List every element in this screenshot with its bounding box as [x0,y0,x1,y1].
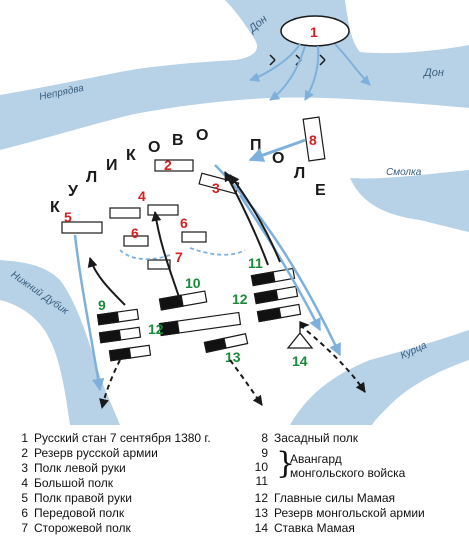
river-don-right: Дон [422,67,444,79]
legend-item-11: 11 [255,474,268,488]
mongol-unit-numbers: 9 10 11 12 12 13 14 [98,255,308,369]
mongol-units [96,267,302,362]
big-regiment-a [109,207,141,219]
unit-number-10: 10 [185,275,201,291]
right-hand-regiment [61,221,103,234]
unit-number-11: 11 [248,255,263,271]
unit-number-6b: 6 [180,215,188,231]
field-letter: У [68,183,79,200]
field-letter: О [272,150,284,167]
mongol-reserve [203,333,249,353]
field-letter: Л [294,165,305,182]
reserve-regiment [154,159,194,172]
legend-item-10: 10 [254,460,268,474]
field-letter: К [50,199,60,216]
vanguard-left [96,308,152,362]
unit-number-7: 7 [175,249,183,265]
legend-vanguard-line1: Авангард [290,452,342,466]
field-letter: Л [86,169,97,186]
legend-item-9: 9 [261,446,268,460]
unit-number-8: 8 [309,132,317,148]
unit-number-6a: 6 [131,225,139,241]
battle-map: 1 Дон Дон Непрядва Смолка Нижний Дубик К… [0,0,469,425]
guard-regiment [147,259,171,270]
russian-camp-oval [280,15,350,47]
legend-brace: } [276,446,296,481]
field-letter: О [148,139,160,156]
unit-number-9: 9 [98,297,106,313]
russian-dashed-arrows [119,247,246,261]
field-letter: К [126,147,136,164]
ambush-arrow [248,138,306,162]
unit-number-12a: 12 [148,321,164,337]
land-main [0,97,469,425]
field-title: К У Л И К О В О П О Л Е [50,127,326,216]
field-letter: И [106,157,118,174]
unit-number-2: 2 [164,157,172,173]
land-north-east [345,0,469,54]
camp-number: 1 [310,24,318,40]
big-regiment-b [147,204,179,216]
mamai-main-forces [158,311,242,337]
unit-number-5: 5 [64,209,72,225]
land-south-west [0,300,70,425]
field-letter: Е [315,182,326,199]
forward-regiment-b [181,231,207,243]
vanguard-right [250,267,302,323]
camp-march-arrows [249,43,371,101]
unit-number-3: 3 [212,180,220,196]
river-smolka: Смолка [386,167,422,178]
unit-number-14: 14 [292,353,308,369]
unit-number-13: 13 [225,349,241,365]
russian-unit-numbers: 2 3 4 5 6 6 7 [64,157,220,265]
vanguard-center [158,290,208,311]
unit-number-4: 4 [138,188,146,204]
mongol-dashed-arrows [99,324,366,409]
field-letter: В [172,132,184,149]
land-south-east [372,360,469,425]
mongol-arrows [87,171,281,306]
mamai-headquarters-tent-icon [286,321,314,349]
land-north-west [0,0,258,95]
ambush-regiment [302,116,326,162]
field-letter: П [250,137,262,154]
legend-vanguard-line2: монгольского войска [290,466,406,480]
unit-number-12b: 12 [232,291,248,307]
field-letter: О [196,127,208,144]
forward-regiment-a [123,235,149,247]
russian-regiments [61,159,240,270]
